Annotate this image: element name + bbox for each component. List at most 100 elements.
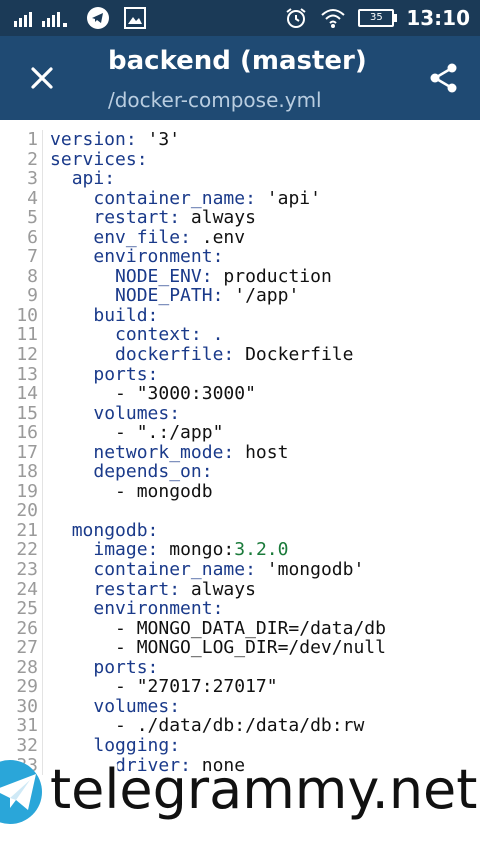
line-number: 10 — [0, 306, 43, 326]
code-line: 24 restart: always — [0, 578, 480, 600]
yaml-value: always — [190, 207, 256, 229]
line-number: 26 — [0, 619, 43, 639]
line-number: 30 — [0, 697, 43, 717]
yaml-key: driver — [115, 754, 181, 776]
code-text: depends_on: — [93, 461, 213, 483]
code-line: 9 NODE_PATH: '/app' — [0, 286, 480, 306]
code-text: - ./data/db:/data/db:rw — [43, 716, 364, 736]
line-number: 9 — [0, 286, 43, 306]
line-number: 4 — [0, 189, 43, 209]
yaml-value: mongo: — [169, 539, 235, 561]
yaml-key: volumes — [93, 695, 170, 717]
yaml-value: - mongodb — [115, 480, 213, 502]
image-icon — [124, 7, 146, 29]
paper-plane-icon — [0, 760, 42, 824]
code-text: NODE_ENV: production — [115, 265, 332, 287]
code-line: 20 — [0, 501, 480, 521]
yaml-value: '3' — [147, 130, 181, 150]
yaml-value: host — [245, 441, 289, 463]
code-line: 12 dockerfile: Dockerfile — [0, 345, 480, 365]
page-title: backend (master) — [108, 46, 367, 76]
code-text: - "27017:27017" — [43, 677, 278, 697]
code-line: 25 environment: — [0, 599, 480, 619]
close-icon — [31, 67, 53, 89]
line-number: 19 — [0, 482, 43, 502]
yaml-key: container_name — [93, 559, 246, 581]
code-line: 32 logging: — [0, 736, 480, 756]
code-text: environment: — [93, 598, 224, 620]
yaml-key: mongodb — [71, 519, 148, 541]
code-line: 27 - MONGO_LOG_DIR=/dev/null — [0, 638, 480, 658]
line-number: 31 — [0, 716, 43, 736]
yaml-value: - "3000:3000" — [115, 383, 256, 405]
yaml-key: services — [50, 148, 137, 170]
code-text: restart: always — [93, 207, 256, 229]
code-text: container_name: 'mongodb' — [93, 559, 365, 581]
code-text: context: . — [115, 324, 224, 346]
code-line: 31 - ./data/db:/data/db:rw — [0, 716, 480, 736]
line-number: 27 — [0, 638, 43, 658]
code-text: env_file: .env — [93, 226, 246, 248]
yaml-value: '/app' — [234, 285, 300, 307]
code-line: 14 - "3000:3000" — [0, 384, 480, 404]
yaml-key: volumes — [93, 402, 170, 424]
yaml-value: Dockerfile — [245, 344, 354, 366]
code-text: environment: — [93, 246, 224, 268]
line-number: 6 — [0, 228, 43, 248]
yaml-key: build — [93, 304, 148, 326]
code-line: 18 depends_on: — [0, 462, 480, 482]
yaml-key: logging — [93, 734, 170, 756]
code-line: 16 - ".:/app" — [0, 423, 480, 443]
code-line: 2 services: — [0, 148, 480, 170]
yaml-value: - ".:/app" — [115, 422, 224, 444]
code-line: 15 volumes: — [0, 402, 480, 424]
yaml-key: restart — [93, 207, 170, 229]
code-text: api: — [71, 168, 116, 190]
code-text: - mongodb — [43, 482, 213, 502]
share-button[interactable] — [426, 60, 462, 96]
code-text: - MONGO_LOG_DIR=/dev/null — [43, 638, 386, 658]
code-text: - MONGO_DATA_DIR=/data/db — [43, 618, 386, 639]
signal-icon — [14, 12, 67, 27]
share-icon — [430, 63, 457, 93]
yaml-key: environment — [93, 246, 213, 268]
line-number: 18 — [0, 462, 43, 482]
watermark-text: telegrammy.net — [50, 758, 478, 821]
line-number: 5 — [0, 208, 43, 228]
code-text: network_mode: host — [93, 441, 289, 463]
yaml-key: env_file — [93, 226, 181, 248]
alarm-icon — [286, 8, 306, 28]
app-bar: backend (master) /docker-compose.yml — [0, 36, 480, 120]
code-text: driver: none — [115, 754, 246, 776]
line-number: 16 — [0, 423, 43, 443]
code-line: 17 network_mode: host — [0, 441, 480, 463]
yaml-key: network_mode — [93, 441, 224, 463]
line-number: 13 — [0, 365, 43, 385]
code-line: 7 environment: — [0, 247, 480, 267]
code-text: ports: — [93, 656, 159, 678]
code-line: 26 - MONGO_DATA_DIR=/data/db — [0, 618, 480, 639]
yaml-key: version — [50, 130, 126, 150]
yaml-key: container_name — [93, 187, 246, 209]
yaml-number: 3.2.0 — [234, 539, 289, 561]
code-text: volumes: — [93, 402, 181, 424]
code-line: 4 container_name: 'api' — [0, 187, 480, 209]
code-line: 22 image: mongo:3.2.0 — [0, 539, 480, 561]
code-text: restart: always — [93, 578, 256, 600]
close-button[interactable] — [22, 58, 62, 98]
status-bar: 35 13:10 — [0, 0, 480, 36]
yaml-value: - ./data/db:/data/db:rw — [115, 715, 365, 737]
code-text: services: — [50, 148, 148, 170]
yaml-key: ports — [93, 363, 148, 385]
code-line: 11 context: . — [0, 324, 480, 346]
line-number: 3 — [0, 169, 43, 189]
code-text: ports: — [93, 363, 159, 385]
line-number: 14 — [0, 384, 43, 404]
yaml-value: .env — [201, 226, 246, 248]
line-number: 28 — [0, 658, 43, 678]
line-number: 2 — [0, 149, 43, 170]
line-number: 8 — [0, 267, 43, 287]
code-text: dockerfile: Dockerfile — [115, 344, 354, 366]
